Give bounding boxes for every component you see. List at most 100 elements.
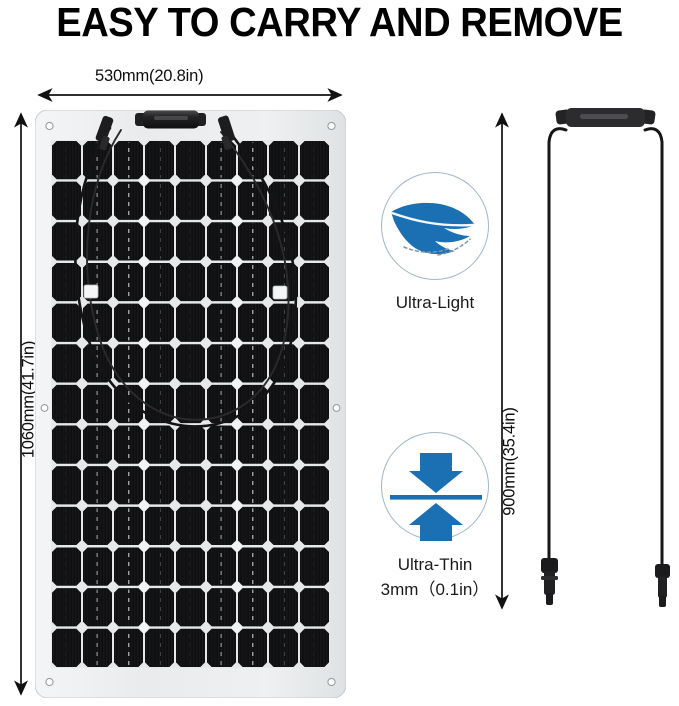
cell-busbar: [158, 142, 161, 178]
caption-ultra-thin-sub: 3mm（0.1in）: [380, 580, 490, 599]
mounting-grommets: [40, 121, 341, 687]
cell-busbar: [96, 183, 99, 219]
caption-ultra-light: Ultra-Light: [335, 290, 535, 315]
cell-corner-diamond: [231, 215, 243, 228]
cell-busbar: [127, 183, 130, 219]
cell-busbar: [189, 427, 192, 463]
cell-busbar: [189, 223, 192, 260]
cell-busbar: [65, 264, 68, 300]
compress-arrows-icon: [390, 453, 482, 541]
arrow-down-icon: [409, 453, 463, 493]
cell-busbar: [65, 386, 68, 422]
junction-box: [135, 110, 206, 129]
cell-busbar: [189, 630, 192, 666]
cell-busbar: [158, 386, 161, 422]
cell-busbar: [127, 508, 130, 544]
cell-busbar: [189, 589, 192, 625]
cell-busbar: [313, 508, 316, 544]
cell-busbar: [220, 264, 223, 300]
cell-busbar: [189, 386, 192, 422]
cell-busbar: [158, 264, 161, 300]
cell-busbar: [251, 589, 254, 625]
cell-busbar: [96, 548, 99, 585]
cell-corner-diamond: [138, 174, 150, 187]
cell-busbar: [220, 345, 223, 381]
cell-busbar: [158, 305, 161, 341]
cell-busbar: [282, 589, 285, 625]
cell-corner-diamond: [231, 337, 243, 349]
cell-busbar: [189, 142, 192, 178]
cell-corner-diamond: [138, 215, 150, 228]
cell-busbar: [313, 467, 316, 503]
pv-cell-grid: [51, 140, 330, 668]
cell-busbar: [158, 345, 161, 381]
cell-busbar: [220, 630, 223, 666]
cell-busbar: [313, 223, 316, 260]
cell-busbar: [158, 427, 161, 463]
cell-busbar: [65, 183, 68, 219]
cable-junction-box: [566, 108, 645, 127]
cell-busbar: [313, 630, 316, 666]
cell-busbar: [220, 142, 223, 178]
caption-ultra-light-text: Ultra-Light: [395, 293, 475, 312]
cell-busbar: [282, 467, 285, 503]
cell-busbar: [282, 223, 285, 260]
cell-busbar: [220, 427, 223, 463]
cell-busbar: [313, 305, 316, 341]
cell-busbar: [189, 305, 192, 341]
cell-busbar: [65, 589, 68, 625]
cell-busbar: [251, 223, 254, 260]
cell-busbar: [313, 386, 316, 422]
cable-clips: [83, 284, 288, 300]
cell-busbar: [282, 508, 285, 544]
cell-busbar: [158, 508, 161, 544]
cell-busbar: [96, 467, 99, 503]
output-cable-coil: [74, 122, 298, 428]
cable-length-label: 900mm(35.4in): [500, 407, 519, 516]
cell-busbar: [282, 183, 285, 219]
cell-busbar: [251, 183, 254, 219]
cell-busbar: [127, 467, 130, 503]
feather-icon: [390, 202, 476, 256]
cell-busbar: [96, 386, 99, 422]
cell-busbar: [251, 630, 254, 666]
cell-busbar: [251, 264, 254, 300]
cell-busbar: [220, 386, 223, 422]
cell-busbar: [127, 589, 130, 625]
cell-busbar: [251, 305, 254, 341]
cell-busbar: [127, 548, 130, 585]
cell-busbar: [65, 630, 68, 666]
cell-busbar: [313, 589, 316, 625]
cell-busbar: [65, 548, 68, 585]
cell-busbar: [220, 467, 223, 503]
mc4-connector-left: [95, 115, 114, 151]
cell-busbar: [158, 630, 161, 666]
cell-busbar: [96, 508, 99, 544]
cell-busbar: [127, 345, 130, 381]
cell-busbar: [127, 223, 130, 260]
cell-busbar: [96, 223, 99, 260]
feather-body: [391, 202, 475, 255]
cell-busbar: [96, 264, 99, 300]
cell-busbar: [65, 305, 68, 341]
cable-gland-left: [555, 109, 571, 125]
cell-busbar: [251, 427, 254, 463]
panel-width-label: 530mm(20.8in): [95, 67, 204, 85]
cell-busbar: [158, 223, 161, 260]
cell-busbar: [65, 223, 68, 260]
cell-busbar: [65, 508, 68, 544]
caption-ultra-thin-text: Ultra-Thin: [397, 555, 473, 574]
cell-busbar: [282, 305, 285, 341]
cell-busbar: [96, 630, 99, 666]
cell-busbar: [313, 142, 316, 178]
mc4-connector-right: [218, 115, 235, 151]
cell-busbar: [282, 386, 285, 422]
cell-busbar: [251, 386, 254, 422]
badge-ultra-thin: [381, 432, 489, 541]
cell-corner-diamond: [138, 337, 150, 349]
cell-busbar: [65, 467, 68, 503]
cell-busbar: [282, 630, 285, 666]
mc4-cable-assembly: [541, 108, 670, 607]
cell-busbar: [65, 345, 68, 381]
